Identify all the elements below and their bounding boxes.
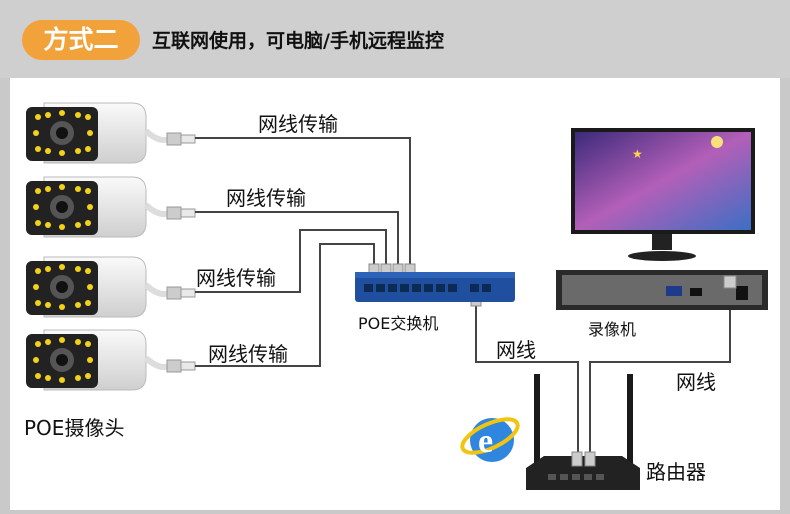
header-title-bold: 互联网使用， — [152, 30, 267, 52]
router — [526, 374, 640, 490]
camera-3 — [26, 257, 195, 317]
header-bar: 方式二 互联网使用，可电脑/手机远程监控 — [0, 0, 790, 78]
camera-4 — [26, 330, 195, 390]
label-cable-2: 网线传输 — [226, 186, 306, 210]
header-title-rest: 可电脑/手机远程监控 — [266, 30, 444, 52]
camera-2 — [26, 177, 195, 237]
label-cable-1: 网线传输 — [258, 112, 338, 136]
label-cable-4: 网线传输 — [208, 342, 288, 366]
monitor: ★ — [571, 128, 755, 261]
camera-1 — [26, 103, 195, 163]
header-title: 互联网使用，可电脑/手机远程监控 — [152, 26, 444, 53]
label-poe-camera: POE摄像头 — [24, 416, 125, 440]
label-cable-switch-router: 网线 — [496, 338, 536, 362]
label-cable-nvr-router: 网线 — [676, 370, 716, 394]
label-nvr: 录像机 — [588, 320, 637, 339]
poe-switch — [355, 272, 515, 302]
svg-text:★: ★ — [632, 147, 643, 161]
nvr-recorder — [556, 270, 768, 310]
label-poe-switch: POE交换机 — [358, 314, 439, 333]
internet-explorer-icon: e — [460, 417, 520, 462]
label-router: 路由器 — [646, 460, 706, 484]
camera-cables — [195, 137, 731, 456]
method-badge: 方式二 — [22, 20, 140, 60]
svg-text:e: e — [478, 423, 493, 460]
label-cable-3: 网线传输 — [196, 266, 276, 290]
